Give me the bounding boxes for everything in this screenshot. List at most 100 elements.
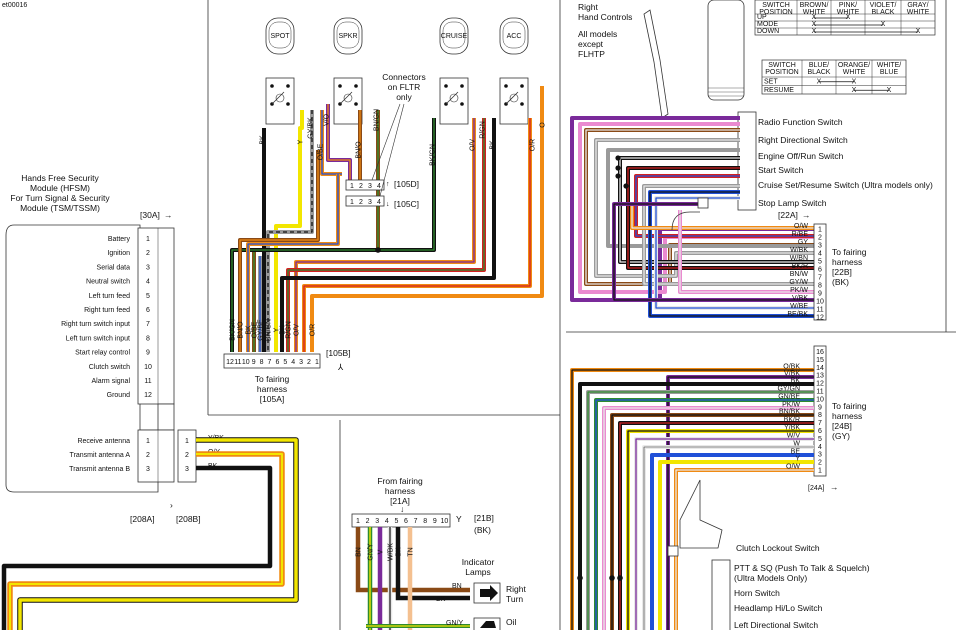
connector-105c-pin: 3 (368, 199, 372, 206)
switch-contact-icon (449, 93, 459, 103)
hfsm-title-2: Module (HFSM) (30, 183, 90, 193)
wire-label: O/R (530, 139, 537, 151)
connector-21b-pin: 9 (433, 518, 437, 525)
rh-wires (570, 116, 818, 318)
switch-table-cruise-header: POSITION (765, 69, 798, 76)
switch-table-cruise-header: WHITE/ (877, 62, 902, 69)
switch-button (439, 17, 469, 55)
antenna-pin-number: 1 (146, 438, 150, 445)
wire-label: GN/BE (778, 394, 800, 401)
switch-button (265, 17, 295, 55)
rh-harness-1: To fairing (832, 247, 867, 257)
clutch-switch-box (667, 545, 679, 557)
lh-harness-3: [24B] (832, 421, 852, 431)
connector-105d (345, 179, 385, 191)
switch-button-label: ACC (507, 33, 522, 40)
connector-105d-pin: 3 (368, 183, 372, 190)
wire-label: BK/GN (430, 144, 437, 166)
wire-label: BK/R (792, 263, 808, 270)
gny-label: GN/Y (446, 620, 463, 627)
connector-21b-pin: 1 (356, 518, 360, 525)
switch-table-radio-header: WHITE (907, 9, 930, 16)
switch-table-radio-cell: X (881, 21, 886, 28)
hfsm-pin-label: Start relay control (75, 350, 130, 357)
lh-switch-housing (711, 559, 731, 630)
hfsm-title-4: Module (TSM/TSSM) (20, 203, 100, 213)
wire-label: O/V (294, 324, 301, 336)
switch-table-cruise-cell: X (887, 87, 892, 94)
arrow-208: › (170, 500, 173, 510)
wire-label: BN/O (238, 321, 245, 339)
connector-24b-pin: 12 (816, 381, 824, 388)
wire-label: TN (408, 547, 415, 556)
switch-body (439, 77, 469, 125)
connector-21b-pin: 2 (366, 518, 370, 525)
switch-button (333, 17, 363, 55)
connector-105c-pin: 1 (350, 199, 354, 206)
hfsm-conn-30a: [30A] (140, 210, 160, 220)
wire-label: V/O (324, 113, 331, 126)
connector-24b (813, 345, 827, 477)
connector-24b-pin: 8 (818, 412, 822, 419)
lh-switch-name: Left Directional Switch (734, 620, 818, 630)
switch-table-cruise-header: SWITCH (768, 62, 796, 69)
connector-22b-pin: 11 (816, 307, 823, 314)
wire-label: GY/BE (258, 319, 265, 341)
wire-label: BK (246, 325, 253, 335)
wire-label: R/GN (480, 121, 487, 139)
switch-table-radio-cell: X (812, 28, 817, 35)
wire-label: R/BE (792, 231, 809, 238)
hfsm-pin-number: 11 (144, 378, 151, 385)
wire-label: GY/GN (777, 386, 800, 393)
connector-105c (345, 195, 385, 207)
brake-lever-outline (671, 211, 700, 231)
oil-can-icon (480, 621, 496, 628)
antenna-pin-label: Transmit antenna A (70, 452, 131, 459)
wire-label: V (378, 549, 385, 554)
connector-24b-pin: 11 (816, 389, 823, 396)
arrow-105b: ⅄ (337, 362, 344, 372)
wire-label: W/BK (388, 543, 395, 561)
connector-21b-pin: 10 (441, 518, 449, 525)
wire-label: Y (795, 456, 800, 463)
conn-105d-label: [105D] (394, 179, 419, 189)
lh-harness-2: harness (832, 411, 862, 421)
conn-21b-label: [21B] (474, 513, 494, 523)
indicator-lamps-1: Indicator (462, 557, 495, 567)
panel-frames (207, 0, 956, 630)
hfsm-pin-label: Alarm signal (91, 378, 130, 385)
switch-body (265, 77, 295, 125)
hfsm-module: Hands Free Security Module (HFSM) For Tu… (5, 173, 224, 524)
wire-label: BK (791, 378, 801, 385)
switch-body (333, 77, 363, 125)
connector-24b-pin: 15 (816, 357, 824, 364)
hfsm-pin-number: 6 (146, 307, 150, 314)
hfsm-title-1: Hands Free Security (21, 173, 99, 183)
right-turn-1: Right (506, 584, 526, 594)
wire-label: O/W (794, 223, 808, 230)
hfsm-connector-30a (137, 227, 175, 405)
connector-24b-pin: 3 (818, 452, 822, 459)
connector-105b-pin: 6 (275, 359, 279, 366)
antenna-pin-number: 3 (146, 466, 150, 473)
antenna-pin-number-208b: 1 (185, 438, 189, 445)
wire-label: GY/W (789, 279, 808, 286)
fairing-label-1: To fairing (255, 374, 290, 384)
wire-label: W/BK (790, 247, 808, 254)
switch-contact-icon (343, 93, 353, 103)
connector-105d-pin: 4 (377, 183, 381, 190)
antenna-pin-label: Receive antenna (77, 438, 130, 445)
connector-105d-pin: 2 (359, 183, 363, 190)
rh-sub-1: All models (578, 29, 617, 39)
bk-label: BK (436, 596, 446, 603)
antenna-wires (1, 437, 299, 630)
hfsm-pin-label: Left turn switch input (66, 335, 130, 342)
switch-table-radio-cell: X (916, 28, 921, 35)
bn-label: BN (452, 583, 462, 590)
switch-table-radio (754, 0, 936, 36)
switch-table-radio-cell: DOWN (757, 28, 779, 35)
connector-105b-pin: 10 (242, 359, 250, 366)
connector-105c-pin: 2 (359, 199, 363, 206)
